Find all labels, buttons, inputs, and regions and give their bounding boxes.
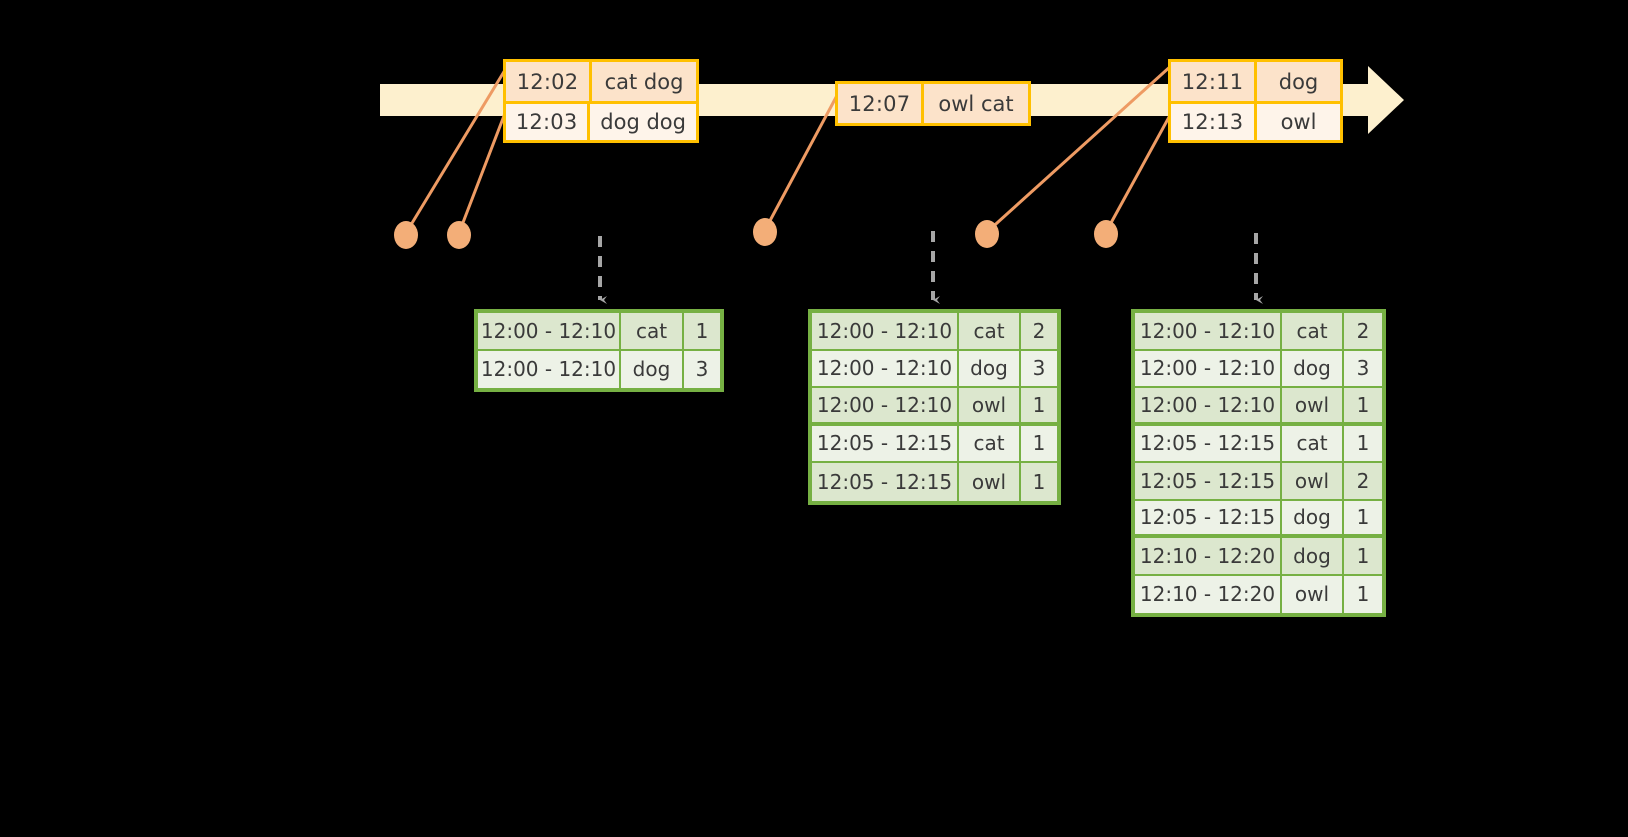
event-row: 12:07 owl cat — [838, 84, 1028, 123]
marker-dot-5 — [1094, 220, 1118, 248]
event-row: 12:02 cat dog — [506, 62, 696, 101]
cell-count: 1 — [1356, 431, 1370, 456]
cell-window: 12:00 - 12:10 — [812, 350, 959, 386]
marker-dot-3 — [753, 218, 777, 246]
cell-count: 2 — [1356, 318, 1370, 343]
cell-count: 1 — [1356, 582, 1370, 607]
cell-count: 3 — [695, 357, 709, 382]
cell-window: 12:00 - 12:10 — [1135, 350, 1282, 386]
cell-window: 12:00 - 12:10 — [1135, 388, 1282, 422]
cell-key: dog — [1282, 350, 1344, 386]
cell-key: dog — [959, 350, 1021, 386]
cell-key: owl — [959, 388, 1021, 422]
cell-count: 1 — [695, 318, 709, 343]
event-box-3[interactable]: 12:11 dog 12:13 owl — [1168, 59, 1343, 143]
flow-arrows — [598, 231, 1263, 304]
cell-count: 1 — [1032, 392, 1046, 417]
event-row: 12:13 owl — [1171, 101, 1340, 140]
cell-key: cat — [1282, 313, 1344, 349]
cell-key: owl — [1282, 575, 1344, 613]
marker-dot-1 — [394, 221, 418, 249]
event-box-1[interactable]: 12:02 cat dog 12:03 dog dog — [503, 59, 699, 143]
cell-count: 1 — [1032, 469, 1046, 494]
event-text: dog dog — [600, 110, 686, 134]
cell-count: 3 — [1356, 356, 1370, 381]
event-row: 12:11 dog — [1171, 62, 1340, 101]
cell-key: cat — [621, 313, 684, 349]
cell-window: 12:10 - 12:20 — [1135, 538, 1282, 574]
connector-1 — [404, 69, 507, 234]
event-row: 12:03 dog dog — [506, 101, 696, 140]
cell-key: owl — [1282, 463, 1344, 499]
event-text: owl — [1280, 110, 1317, 134]
cell-window: 12:00 - 12:10 — [478, 350, 621, 388]
event-text: owl cat — [938, 91, 1014, 116]
cell-count: 1 — [1356, 543, 1370, 568]
cell-key: dog — [1282, 500, 1344, 534]
cell-window: 12:05 - 12:15 — [812, 425, 959, 461]
cell-count: 3 — [1032, 356, 1046, 381]
cell-key: cat — [959, 425, 1021, 461]
cell-key: cat — [1282, 425, 1344, 461]
cell-window: 12:00 - 12:10 — [812, 313, 959, 349]
cell-window: 12:00 - 12:10 — [478, 313, 621, 349]
cell-window: 12:05 - 12:15 — [812, 463, 959, 501]
cell-count: 2 — [1356, 468, 1370, 493]
marker-dots — [394, 218, 1118, 249]
event-text: dog — [1278, 69, 1319, 94]
event-time: 12:03 — [506, 104, 591, 140]
cell-window: 12:00 - 12:10 — [1135, 313, 1282, 349]
cell-key: owl — [1282, 388, 1344, 422]
cell-count: 1 — [1032, 431, 1046, 456]
cell-key: owl — [959, 463, 1021, 501]
cell-window: 12:05 - 12:15 — [1135, 463, 1282, 499]
event-time: 12:07 — [838, 84, 924, 123]
event-time: 12:02 — [506, 62, 592, 101]
event-box-2[interactable]: 12:07 owl cat — [835, 81, 1031, 126]
marker-dot-4 — [975, 220, 999, 248]
cell-window: 12:10 - 12:20 — [1135, 575, 1282, 613]
marker-dot-2 — [447, 221, 471, 249]
cell-count: 1 — [1356, 505, 1370, 530]
cell-count: 1 — [1356, 392, 1370, 417]
connector-3 — [763, 87, 843, 231]
event-text: cat dog — [604, 69, 684, 94]
event-time: 12:11 — [1171, 62, 1257, 101]
cell-key: cat — [959, 313, 1021, 349]
connector-2 — [457, 107, 509, 234]
cell-window: 12:05 - 12:15 — [1135, 500, 1282, 534]
event-time: 12:13 — [1171, 104, 1257, 140]
cell-window: 12:00 - 12:10 — [812, 388, 959, 422]
cell-count: 2 — [1032, 318, 1046, 343]
cell-key: dog — [1282, 538, 1344, 574]
cell-key: dog — [621, 350, 684, 388]
cell-window: 12:05 - 12:15 — [1135, 425, 1282, 461]
connector-5 — [1104, 107, 1176, 233]
